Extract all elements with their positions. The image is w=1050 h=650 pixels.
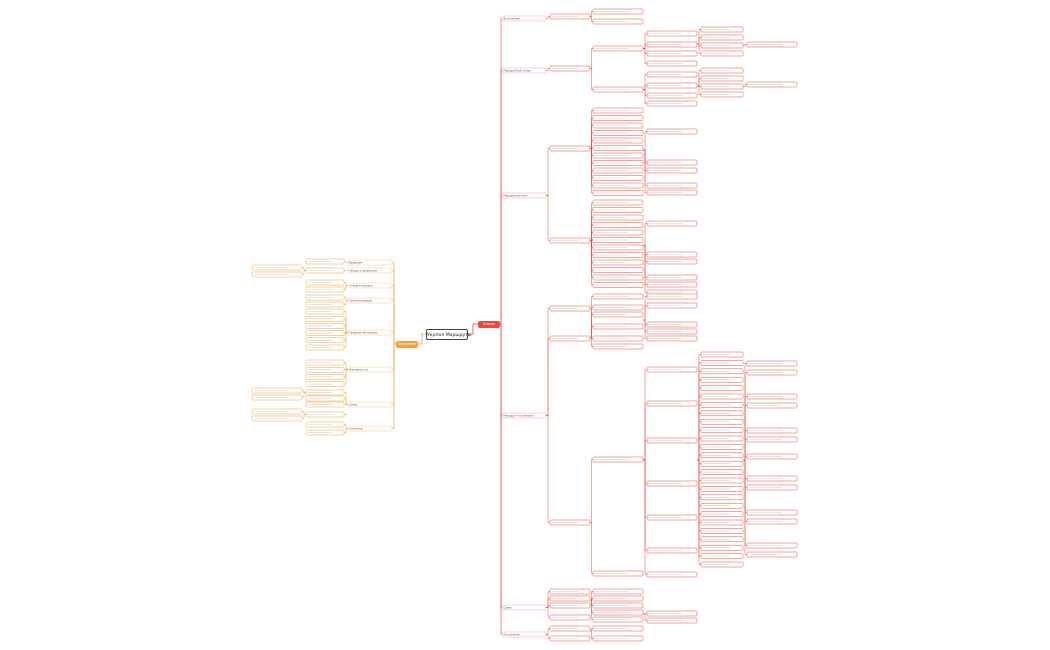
connector — [344, 282, 348, 286]
connector — [418, 333, 426, 345]
connector — [302, 414, 306, 419]
connector — [697, 37, 701, 45]
connector — [743, 459, 747, 555]
connector — [344, 332, 348, 348]
connector — [546, 415, 550, 523]
right-l1-topic-3-label: Маршрут и остановки — [504, 414, 534, 418]
connector — [344, 297, 348, 301]
connector — [643, 613, 647, 621]
connector — [590, 68, 593, 90]
left-l1-topic-2-label: Условия поездки — [350, 284, 373, 288]
connector — [643, 85, 647, 90]
main-topic-right[interactable]: Блоки — [478, 321, 500, 328]
connector — [590, 140, 593, 149]
connector — [546, 195, 550, 241]
connector — [344, 300, 348, 305]
connector — [643, 48, 647, 64]
connector — [590, 240, 593, 286]
connector — [643, 223, 647, 246]
connector — [643, 319, 647, 339]
connector — [546, 68, 550, 71]
right-l1-topic-4-label: Связи — [504, 606, 512, 610]
connector — [643, 244, 647, 293]
connector — [344, 428, 348, 433]
connector — [302, 411, 306, 415]
connector — [344, 261, 348, 263]
left-l1-topic-7-label: Контакты — [350, 427, 363, 431]
connector — [743, 456, 747, 461]
connector — [392, 343, 396, 429]
left-l1-topic-6-label: Связь — [350, 403, 358, 407]
main-topic-left[interactable]: Описание — [396, 341, 418, 348]
connector — [302, 270, 306, 275]
connector — [643, 459, 647, 575]
connector — [500, 195, 502, 325]
connector — [697, 78, 701, 87]
connector — [697, 85, 701, 95]
connector — [302, 390, 306, 393]
connector — [590, 16, 593, 22]
connector — [590, 630, 593, 639]
connector — [468, 323, 478, 335]
connector — [590, 148, 593, 194]
connector — [643, 440, 647, 461]
root-topic[interactable]: Укрпол Маршруты — [426, 329, 472, 340]
left-l1-topic-0-label: Введение — [350, 261, 364, 265]
connector — [697, 43, 701, 54]
connector — [590, 232, 593, 241]
connector — [697, 459, 701, 565]
left-l1-topic-5-label: Безопасность — [350, 368, 369, 372]
connector — [344, 398, 348, 405]
connector — [546, 338, 550, 416]
connector — [590, 459, 593, 523]
left-l1-topic-1-label: Общая информация — [350, 269, 378, 273]
connector — [743, 84, 747, 87]
right-l1-topic-0-label: Вступление — [504, 17, 521, 21]
connector — [590, 628, 593, 632]
connector — [344, 362, 348, 370]
connector — [344, 369, 348, 385]
right-l1-topic-1-label: Маршрутный номер — [504, 69, 532, 73]
connector — [546, 16, 550, 19]
connector — [546, 634, 550, 639]
connector — [643, 89, 647, 104]
connector — [590, 326, 593, 339]
connector — [643, 305, 647, 321]
connector — [643, 131, 647, 151]
connector — [344, 285, 348, 290]
connector — [546, 148, 550, 196]
connector — [546, 607, 550, 618]
connector — [302, 267, 306, 271]
connector — [302, 392, 306, 398]
left-l1-topic-4-label: Правила пассажира — [350, 331, 378, 335]
connector — [546, 605, 550, 608]
right-l1-topic-5-label: Расписание — [504, 633, 520, 637]
connector — [344, 424, 348, 429]
connector — [500, 323, 502, 635]
connector — [743, 44, 747, 46]
connector — [643, 149, 647, 193]
connector — [643, 44, 647, 49]
connector — [546, 628, 550, 635]
connector — [697, 455, 701, 461]
connector — [590, 48, 593, 69]
connector — [590, 522, 593, 574]
right-l1-topic-2-label: Маршрутная сеть — [504, 194, 529, 198]
connector — [344, 325, 348, 333]
connector — [590, 11, 593, 17]
connector — [590, 337, 593, 347]
left-l1-topic-3-label: Оплата проезда — [350, 299, 373, 303]
connector — [590, 599, 593, 620]
